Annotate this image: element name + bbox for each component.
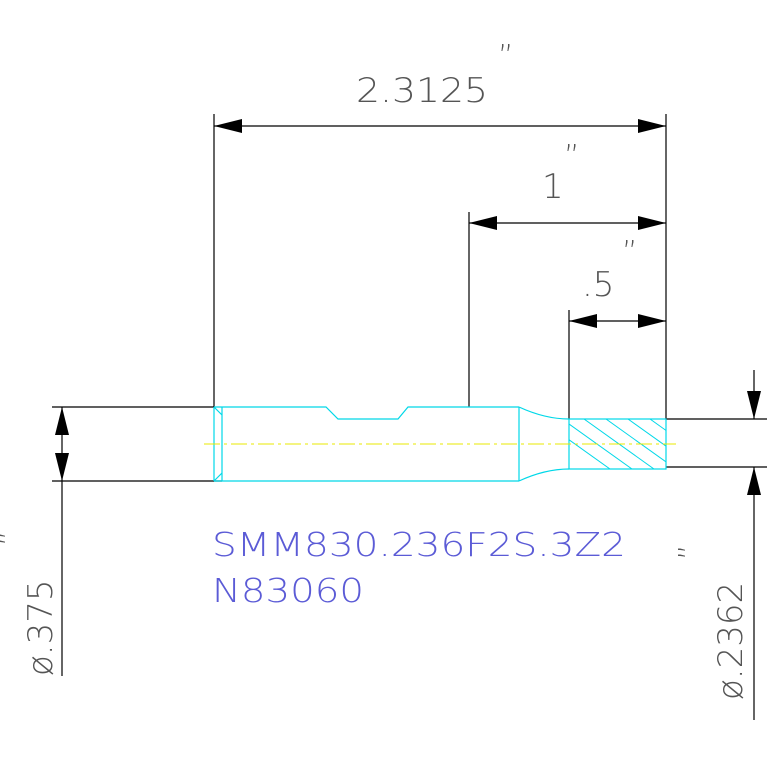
dim-inch-mark-overall: ”: [498, 39, 514, 74]
part-number-label: SMM830.236F2S.3Z2: [212, 525, 626, 564]
dim-inch-mark-middle: ”: [564, 139, 580, 174]
dim-inch-mark-end: ”: [622, 235, 638, 270]
dim-text-middle: 1: [542, 167, 564, 207]
dim-inch-mark-small-diameter: ”: [673, 544, 708, 560]
part-code-label: N83060: [212, 571, 364, 610]
dim-text-large-diameter: ø.375: [21, 579, 61, 676]
dimension-lines: [52, 114, 767, 720]
dim-text-end: .5: [582, 265, 614, 305]
dim-text-small-diameter: ø.2362: [711, 582, 751, 700]
dim-text-overall: 2.3125: [356, 71, 488, 111]
dim-inch-mark-large-diameter: ”: [0, 530, 28, 546]
